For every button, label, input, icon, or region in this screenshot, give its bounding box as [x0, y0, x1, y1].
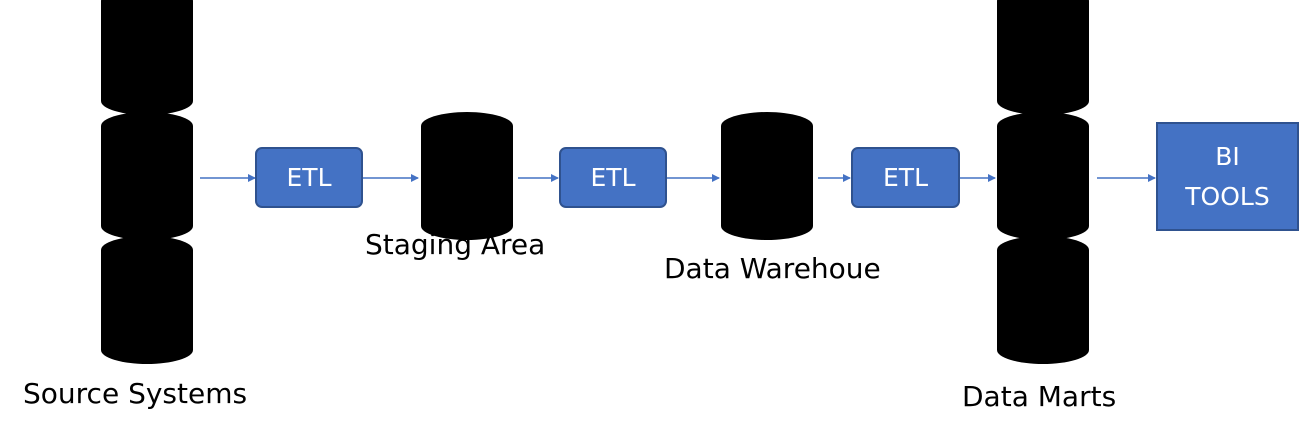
- etl-box-3: ETL: [851, 147, 960, 208]
- source-systems-label: Source Systems: [23, 377, 248, 410]
- datamart-db-1-icon: [997, 0, 1089, 115]
- bi-tools-line-1: BI: [1215, 141, 1240, 171]
- etl-box-1: ETL: [255, 147, 363, 208]
- data-marts-label: Data Marts: [962, 380, 1117, 413]
- source-db-2-icon: [101, 112, 193, 240]
- source-db-1-icon: [101, 0, 193, 115]
- bi-tools-line-2: TOOLS: [1185, 181, 1270, 211]
- source-db-3-icon: [101, 236, 193, 364]
- staging-area-label: Staging Area: [365, 228, 546, 261]
- datamart-db-3-icon: [997, 236, 1089, 364]
- etl-box-1-label: ETL: [286, 163, 332, 192]
- etl-box-2: ETL: [559, 147, 667, 208]
- staging-db-icon: [421, 112, 513, 240]
- datamart-db-2-icon: [997, 112, 1089, 240]
- etl-box-3-label: ETL: [883, 163, 928, 192]
- bi-tools-box: BI TOOLS: [1156, 122, 1299, 231]
- warehouse-db-icon: [721, 112, 813, 240]
- etl-box-2-label: ETL: [590, 163, 636, 192]
- data-warehouse-label: Data Warehoue: [664, 252, 881, 285]
